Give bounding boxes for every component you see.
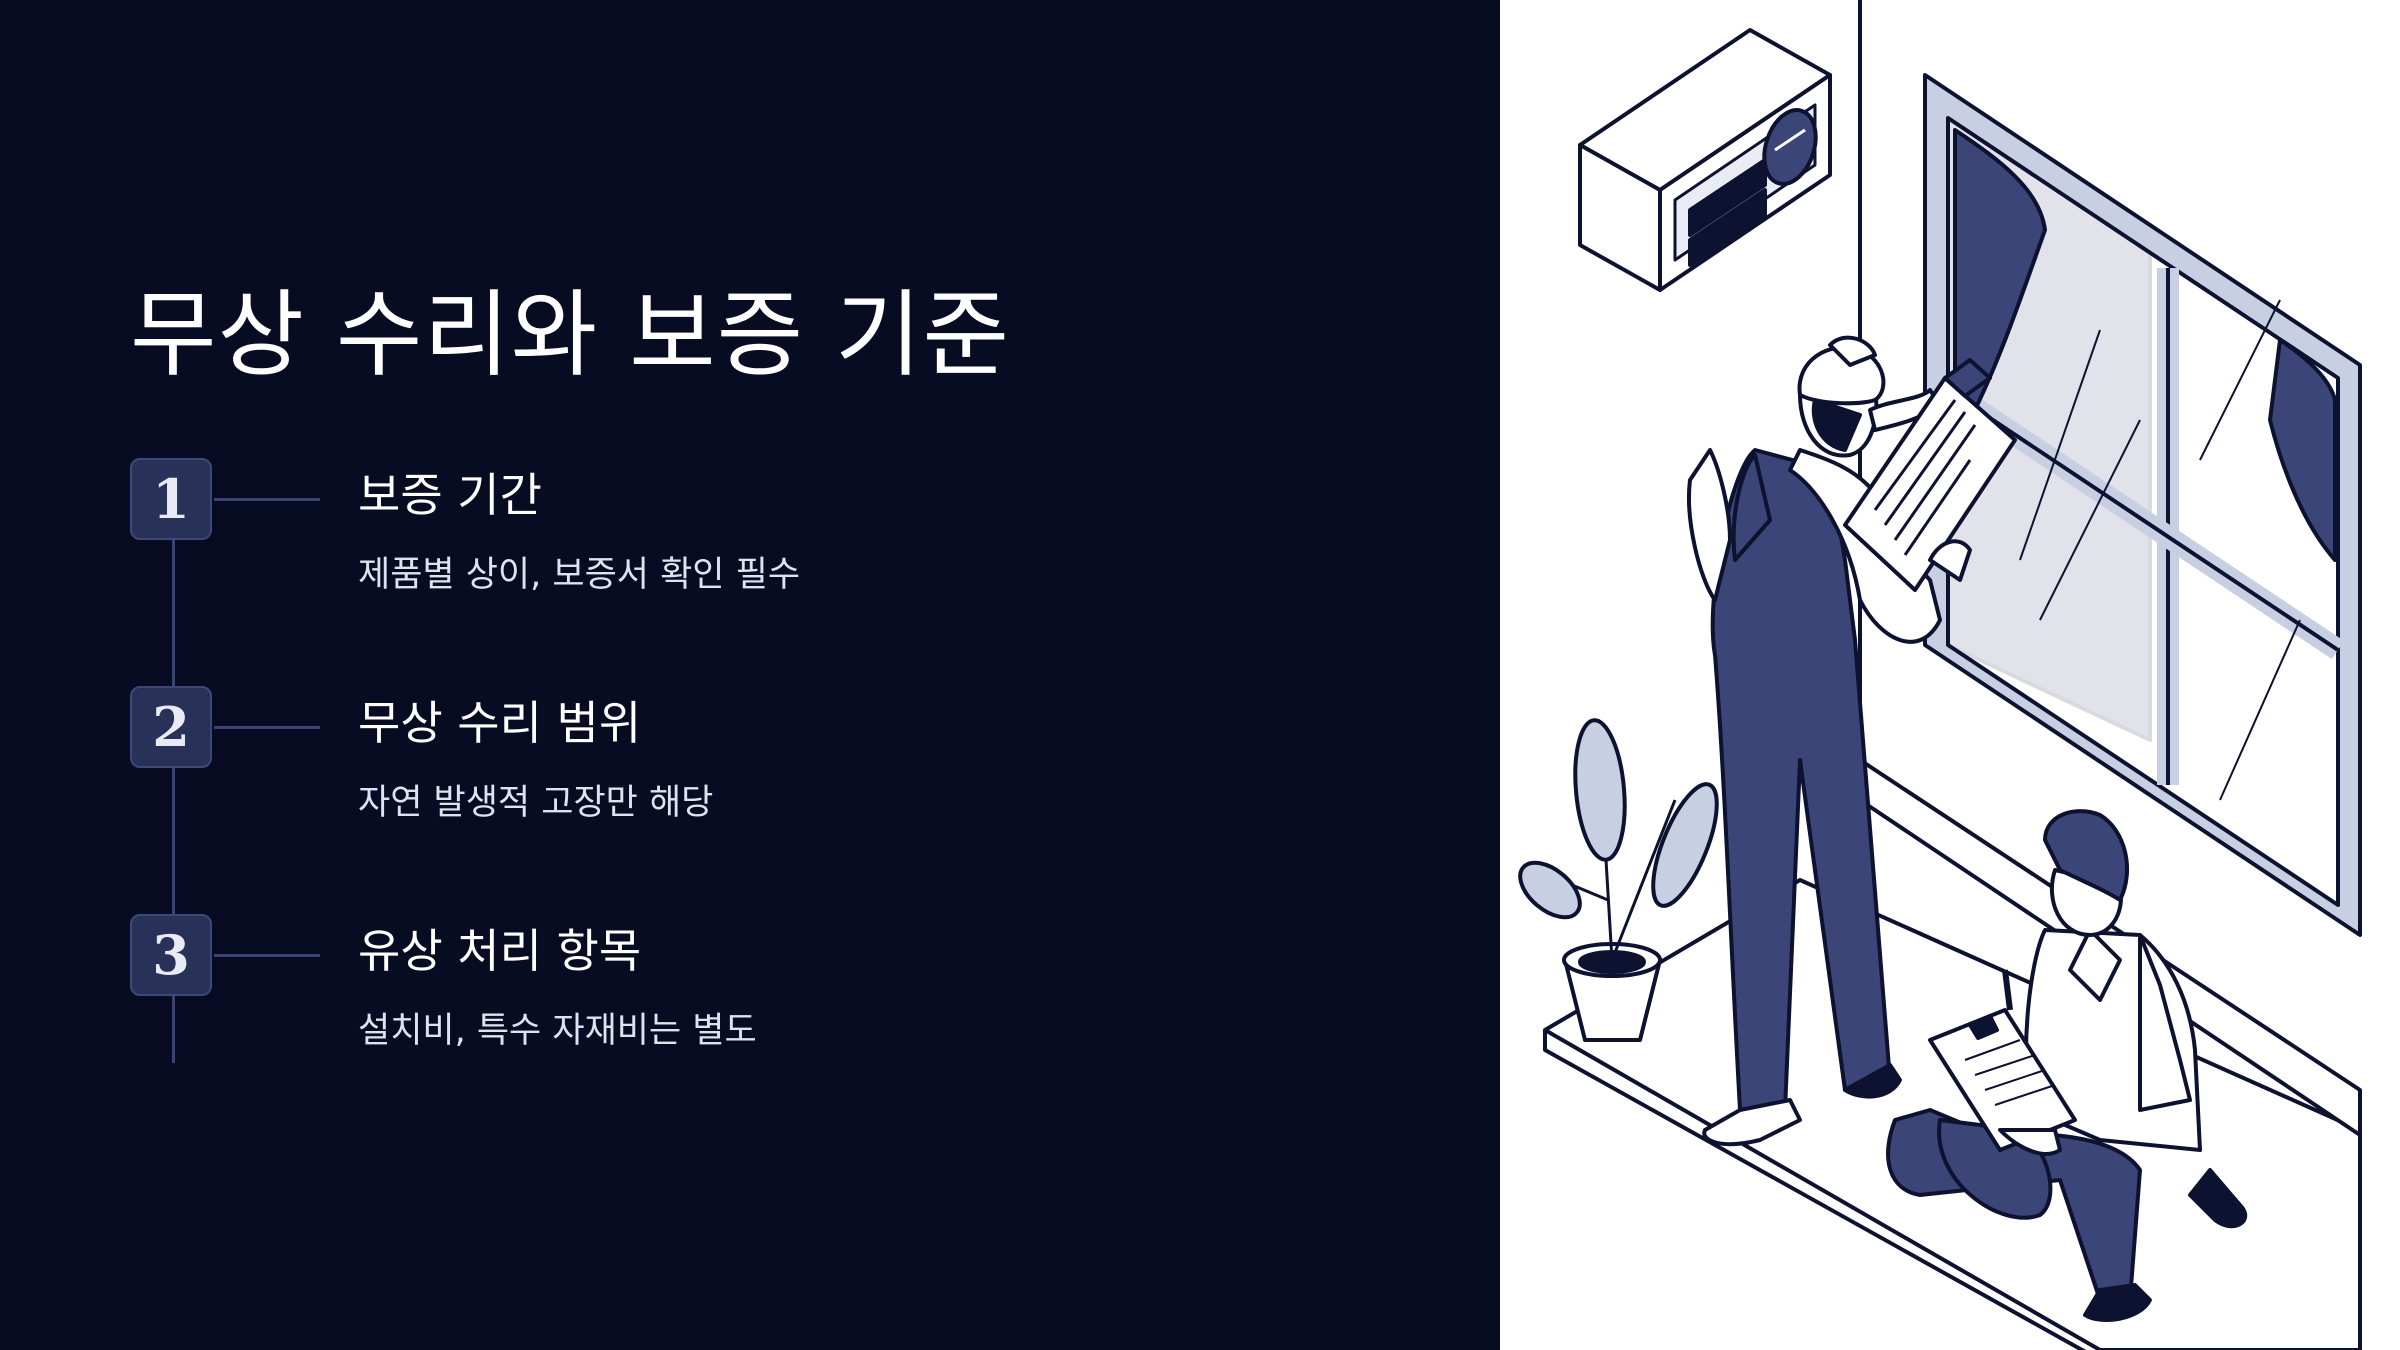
step-description: 설치비, 특수 자재비는 별도 bbox=[358, 1011, 757, 1051]
step-1: 1 보증 기간 제품별 상이, 보증서 확인 필수 bbox=[130, 458, 1430, 618]
step-connector bbox=[214, 726, 320, 729]
step-title: 보증 기간 bbox=[358, 468, 542, 522]
clipboard-icon bbox=[1843, 358, 2017, 592]
step-3: 3 유상 처리 항목 설치비, 특수 자재비는 별도 bbox=[130, 914, 1430, 1074]
window-icon bbox=[1923, 73, 2362, 937]
technician-icon bbox=[1687, 335, 1942, 1147]
step-number-badge: 3 bbox=[130, 914, 212, 996]
illustration-panel bbox=[1500, 0, 2400, 1350]
repair-illustration bbox=[1518, 0, 2362, 1350]
air-conditioner-icon bbox=[1578, 28, 1832, 292]
timeline-line bbox=[172, 500, 175, 1063]
step-description: 자연 발생적 고장만 해당 bbox=[358, 783, 714, 823]
slide-title: 무상 수리와 보증 기준 bbox=[130, 281, 1010, 390]
step-title: 유상 처리 항목 bbox=[358, 924, 642, 978]
clipboard-icon bbox=[1928, 969, 2077, 1156]
potted-plant-icon bbox=[1518, 718, 1719, 1042]
content-panel: 무상 수리와 보증 기준 1 보증 기간 제품별 상이, 보증서 확인 필수 2… bbox=[130, 281, 1430, 1074]
step-title: 무상 수리 범위 bbox=[358, 696, 642, 750]
step-number-badge: 2 bbox=[130, 686, 212, 768]
step-connector bbox=[214, 954, 320, 957]
step-connector bbox=[214, 498, 320, 501]
step-description: 제품별 상이, 보증서 확인 필수 bbox=[358, 555, 801, 595]
step-2: 2 무상 수리 범위 자연 발생적 고장만 해당 bbox=[130, 686, 1430, 846]
step-number-badge: 1 bbox=[130, 458, 212, 540]
inspector-icon bbox=[1886, 809, 2248, 1322]
